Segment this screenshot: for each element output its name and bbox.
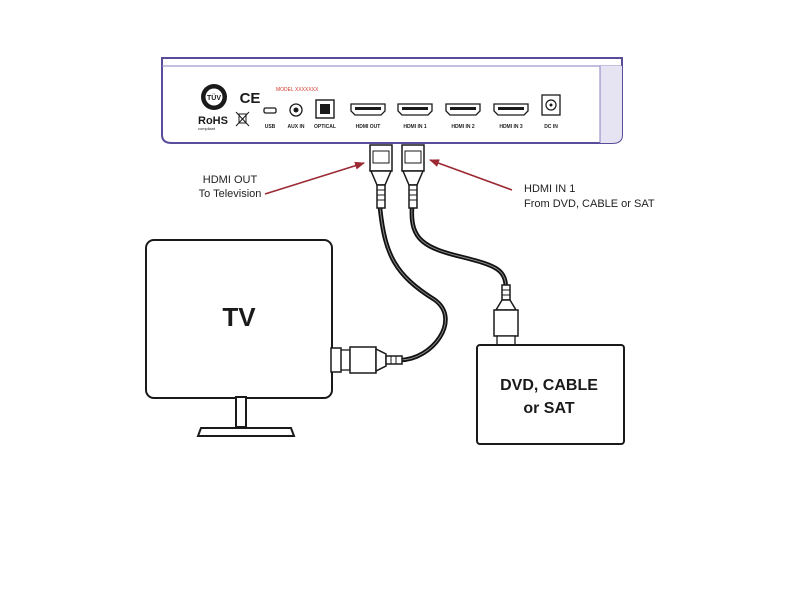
aux-in-port-label: AUX IN [288,124,305,130]
rohs-sub-label: compliant [198,126,216,131]
tuv-certification-seal-icon: TÜV [201,84,227,110]
hdmi-out-callout-line1: HDMI OUT [203,174,258,186]
source-label-line2: or SAT [523,400,574,417]
hdmi-cable-from-source [412,208,506,290]
dc-in-port: DC IN [542,95,560,130]
tv-hdmi-connector [340,347,402,373]
source-label-line1: DVD, CABLE [500,377,598,394]
source-device-illustration: DVD, CABLE or SAT [477,345,624,444]
hdmi-out-callout: HDMI OUT To Television [199,163,364,200]
model-label: MODEL XXXXXXX [276,87,319,93]
hdmi-out-port-label: HDMI OUT [356,124,381,130]
hdmi-in-3-port-label: HDMI IN 3 [499,124,523,130]
tv-label: TV [222,302,256,332]
hdmi-out-callout-line2: To Television [199,188,262,200]
tuv-mark-text: TÜV [207,93,221,102]
dc-in-port-label: DC IN [544,124,558,130]
hdmi-in-1-port-label: HDMI IN 1 [403,124,427,130]
tv-illustration: TV [146,240,341,436]
hdmi-in-1-arrow-icon [430,160,512,190]
optical-port: OPTICAL [314,100,336,130]
hdmi-out-connector [370,145,392,208]
device-rear-panel: TÜV CE MODEL XXXXXXX RoHS compliant USB … [162,58,622,143]
ce-mark: CE [240,90,261,107]
source-hdmi-connector [494,285,518,345]
hdmi-in-1-callout: HDMI IN 1 From DVD, CABLE or SAT [430,160,655,210]
hdmi-in-1-callout-line1: HDMI IN 1 [524,183,575,195]
hdmi-in-1-callout-line2: From DVD, CABLE or SAT [524,198,655,210]
optical-port-label: OPTICAL [314,124,336,130]
hdmi-in-1-connector [402,145,424,208]
hdmi-out-arrow-icon [265,163,364,194]
hdmi-in-2-port-label: HDMI IN 2 [451,124,475,130]
usb-port-label: USB [265,124,276,130]
